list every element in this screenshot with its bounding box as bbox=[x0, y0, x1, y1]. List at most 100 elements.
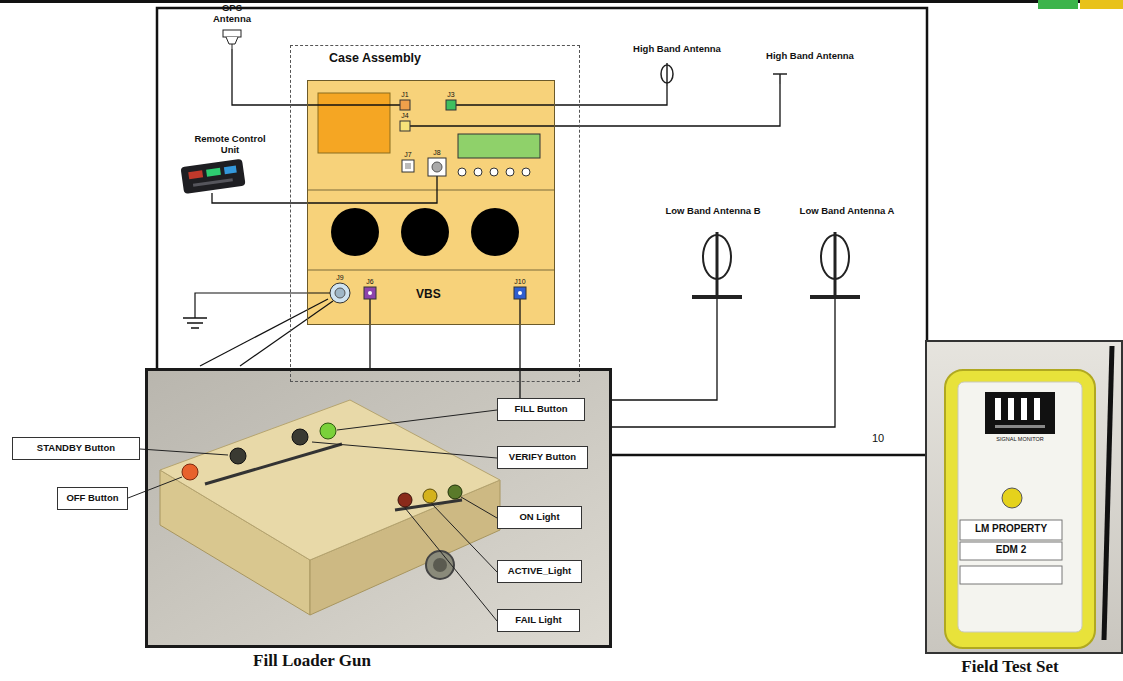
field-test-set-photo bbox=[960, 566, 1062, 584]
page-frame bbox=[157, 8, 927, 368]
port-number: J9 bbox=[336, 274, 343, 282]
fill-loader-photo bbox=[148, 371, 609, 645]
node-label: GPS Antenna bbox=[207, 3, 257, 25]
port-stub-wire bbox=[307, 176, 437, 203]
remote-control-icon bbox=[206, 168, 221, 177]
antenna-label: Remote Control Unit bbox=[189, 134, 271, 193]
connector-port bbox=[514, 287, 526, 299]
ground-wire bbox=[187, 322, 203, 324]
ground-wire bbox=[183, 293, 333, 366]
connector-port bbox=[330, 283, 350, 303]
vbs-panel bbox=[522, 168, 530, 176]
field-test-set-photo bbox=[1034, 398, 1040, 420]
photo-frame: Field Test Set bbox=[925, 340, 1123, 654]
vbs-panel bbox=[307, 80, 555, 325]
device-marking: LM PROPERTY bbox=[975, 523, 1047, 534]
callout-box: FAIL Light bbox=[497, 609, 580, 632]
gps-antenna-icon bbox=[223, 30, 241, 49]
callout-box: STANDBY Button bbox=[12, 437, 140, 460]
ground-wire bbox=[200, 299, 328, 366]
field-test-set-photo bbox=[960, 542, 1062, 560]
port-number: J8 bbox=[433, 149, 440, 157]
antenna-label: High Band Antenna bbox=[622, 44, 732, 86]
callout-box: ON Light bbox=[497, 506, 582, 529]
vbs-panel bbox=[474, 168, 482, 176]
node-label: ACTIVE_Light bbox=[506, 566, 573, 577]
node-label: Remote Control Unit bbox=[189, 134, 271, 156]
port-stub-wire bbox=[410, 125, 555, 126]
callout-number: 10 bbox=[870, 432, 886, 444]
low-band-antenna-icon bbox=[834, 232, 837, 296]
ground-wire bbox=[191, 327, 199, 329]
low-band-antenna-icon bbox=[810, 295, 860, 299]
port-stub-wire bbox=[519, 299, 520, 325]
connector-port bbox=[518, 291, 522, 295]
high-band-antenna-icon bbox=[773, 74, 787, 84]
low-band-antenna-icon bbox=[716, 232, 719, 296]
field-test-set-photo bbox=[1002, 488, 1022, 508]
vbs-panel bbox=[307, 190, 555, 191]
low-band-antenna-icon bbox=[692, 295, 742, 299]
fill-loader-photo bbox=[292, 429, 308, 445]
connector-port bbox=[446, 100, 456, 110]
node-label: Case Assembly bbox=[329, 51, 421, 65]
vbs-unit: VBS bbox=[307, 80, 555, 325]
field-test-set-photo bbox=[995, 425, 1045, 428]
connector-line bbox=[555, 84, 780, 126]
ground-wire bbox=[183, 317, 207, 319]
connector-line bbox=[369, 325, 370, 368]
port-number: J3 bbox=[447, 91, 454, 99]
leader-line bbox=[432, 504, 497, 572]
antenna-label: Low Band Antenna B bbox=[653, 206, 773, 299]
high-band-antenna-icon bbox=[666, 63, 668, 86]
leader-line bbox=[128, 410, 497, 621]
photo-caption: Field Test Set bbox=[961, 657, 1058, 676]
field-test-set-photo bbox=[960, 520, 1062, 540]
remote-control-icon bbox=[193, 178, 233, 187]
port-number: J7 bbox=[404, 151, 411, 159]
leader-line bbox=[405, 508, 497, 621]
page-frame bbox=[0, 0, 1123, 3]
node-label: STANDBY Button bbox=[21, 443, 131, 454]
vbs-panel bbox=[307, 270, 555, 271]
node-label: VBS bbox=[416, 288, 441, 302]
vbs-panel bbox=[331, 208, 379, 256]
field-test-set-photo bbox=[958, 382, 1082, 632]
page-frame bbox=[1080, 0, 1123, 9]
connector-line bbox=[519, 325, 520, 398]
field-test-set-photo bbox=[995, 398, 1001, 420]
connector-line bbox=[212, 193, 307, 203]
connector-line bbox=[555, 86, 667, 105]
field-test-set-photo bbox=[1008, 398, 1014, 420]
low-band-antenna-icon bbox=[810, 232, 860, 299]
field-test-set-photo bbox=[985, 392, 1055, 434]
high-band-antenna-icon bbox=[661, 63, 673, 86]
connector-line bbox=[232, 49, 307, 105]
leader-line bbox=[461, 497, 497, 518]
leader-line bbox=[312, 442, 497, 458]
port-number: J6 bbox=[366, 278, 373, 286]
field-test-set-photo bbox=[945, 370, 1095, 648]
connector-port bbox=[400, 100, 410, 110]
ground-wire bbox=[195, 293, 330, 318]
callout-box: ACTIVE_Light bbox=[497, 560, 582, 583]
vbs-panel bbox=[458, 134, 540, 158]
vbs-panel bbox=[506, 168, 514, 176]
node-label: Low Band Antenna A bbox=[787, 206, 907, 217]
node-label: High Band Antenna bbox=[622, 44, 732, 55]
antenna-label: High Band Antenna bbox=[760, 51, 860, 84]
page-frame bbox=[0, 0, 1123, 368]
fill-loader-photo bbox=[426, 551, 454, 579]
port-stub-wire bbox=[307, 104, 400, 105]
fill-loader-photo bbox=[433, 558, 447, 572]
connector-line bbox=[612, 299, 717, 400]
connector-port bbox=[402, 160, 414, 172]
page-frame bbox=[1038, 0, 1078, 9]
connector-line bbox=[612, 454, 925, 457]
port-number: J10 bbox=[514, 278, 525, 286]
fill-loader-photo bbox=[320, 423, 336, 439]
port-stub-wire bbox=[369, 299, 370, 325]
node-label: Low Band Antenna B bbox=[653, 206, 773, 217]
node-label: VERIFY Button bbox=[506, 452, 579, 463]
